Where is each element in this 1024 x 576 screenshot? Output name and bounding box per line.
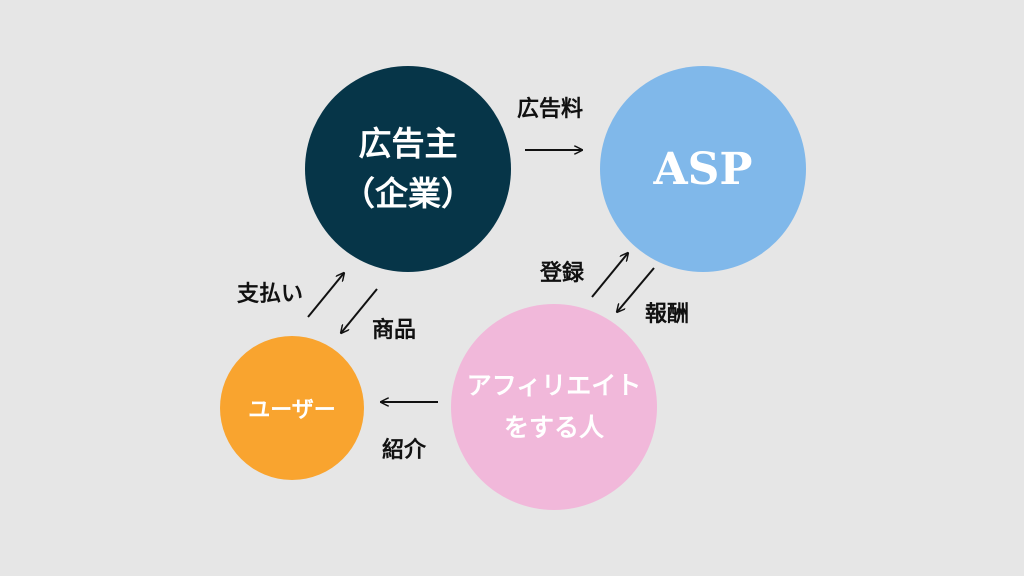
register-label: 登録: [540, 260, 585, 286]
advertiser-label: 広告主: [358, 124, 458, 163]
asp-node: ASP: [600, 66, 806, 272]
user-node: ユーザー: [220, 336, 364, 480]
advertiser-node: 広告主 （企業）: [305, 66, 511, 272]
payment-arrow: [307, 273, 344, 318]
product-label: 商品: [372, 317, 417, 343]
affiliate-sublabel: をする人: [503, 413, 604, 442]
ad-fee-label: 広告料: [517, 96, 584, 122]
payment-label: 支払い: [237, 281, 304, 307]
register-arrow: [591, 253, 628, 298]
affiliate-label: アフィリエイト: [466, 371, 642, 400]
user-label: ユーザー: [248, 397, 336, 423]
affiliate-node: アフィリエイト をする人: [451, 304, 657, 510]
referral-label: 紹介: [382, 437, 427, 463]
asp-label: ASP: [653, 143, 753, 195]
advertiser-sublabel: （企業）: [342, 174, 474, 213]
reward-label: 報酬: [645, 301, 690, 327]
